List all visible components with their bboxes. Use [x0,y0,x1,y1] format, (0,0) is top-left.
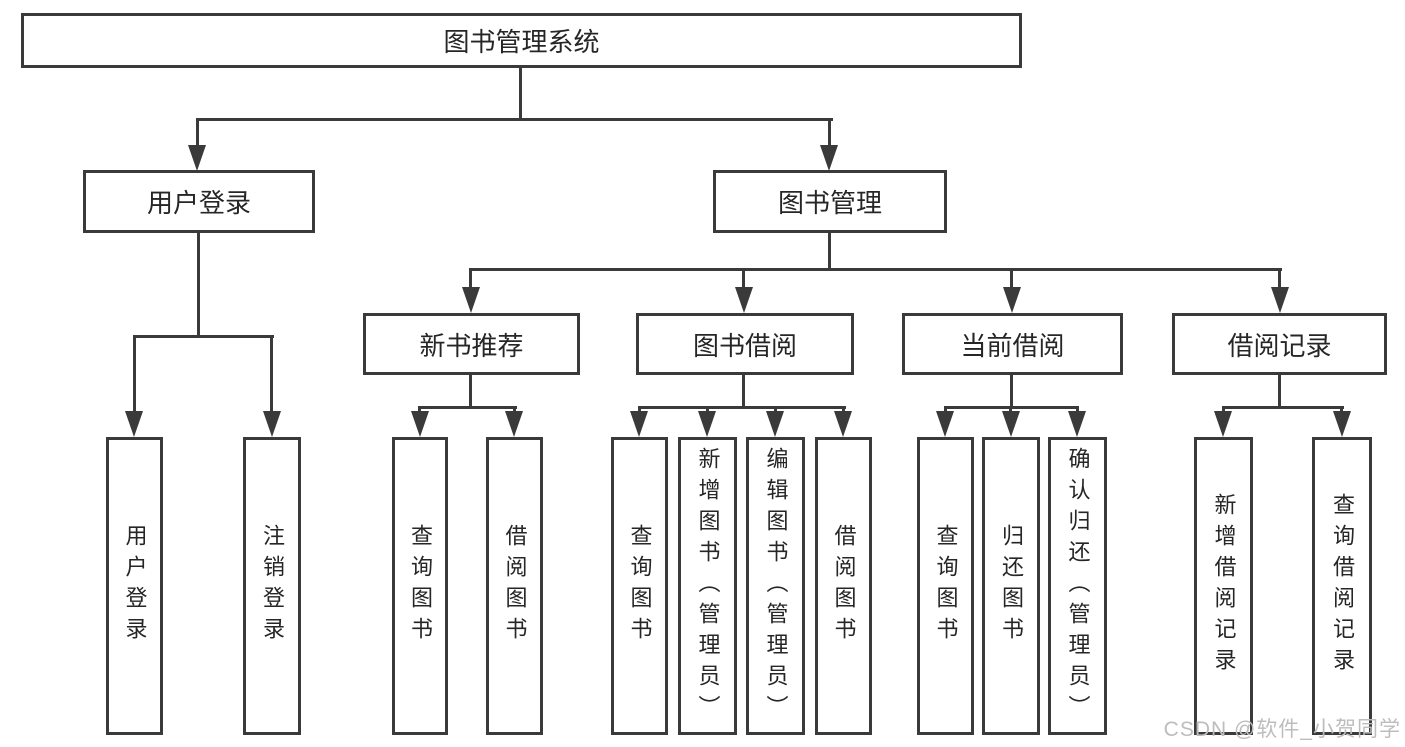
leaf-label: 查询图书 [408,524,433,648]
arrowhead-icon [834,411,852,437]
connector-current-borrow-drop [1010,268,1013,292]
connector-user-login-stem [197,233,200,335]
node-current-borrowing: 当前借阅 [902,313,1123,375]
connector-leaf-drop [774,406,777,415]
node-label: 用户登录 [146,188,251,218]
node-root: 图书管理系统 [21,13,1022,68]
leaf-borrow-books-recommend: 借阅图书 [486,437,543,735]
arrowhead-current-borrow-icon [1003,287,1021,313]
arrowhead-icon [1002,411,1020,437]
leaf-label: 新增借阅记录 [1211,493,1237,679]
connector-leaf-drop [1340,406,1343,415]
arrowhead-icon [630,411,648,437]
leaf-confirm-return-admin: 确认归还（管理员） [1048,437,1107,735]
node-new-book-recommendation: 新书推荐 [363,313,580,375]
node-label: 图书借阅 [692,330,797,361]
arrowhead-book-borrow-icon [735,287,753,313]
leaf-add-borrow-record: 新增借阅记录 [1194,437,1253,735]
arrowhead-new-book-icon [462,287,480,313]
arrowhead-icon [936,411,954,437]
connector-user-login-splitter [133,335,274,338]
leaf-label: 确认归还（管理员） [1065,446,1091,726]
connector-root-stem [519,68,522,118]
connector-book-borrow-stem [742,375,745,406]
arrowhead-icon [1068,411,1086,437]
leaf-label: 注销登录 [260,524,285,648]
connector-leaf-drop [418,406,421,415]
node-book-management: 图书管理 [713,170,947,233]
connector-borrow-records-stem [1278,375,1281,406]
leaf-label: 查询借阅记录 [1330,493,1355,679]
leaf-label: 新增图书（管理员） [695,446,721,726]
connector-leaf-drop [638,406,641,415]
connector-book-borrow-drop [742,268,745,292]
node-label: 图书管理 [777,188,882,218]
leaf-user-login: 用户登录 [106,437,163,735]
connector-new-book-stem [469,375,472,406]
arrowhead-icon [125,411,143,437]
leaf-return-books: 归还图书 [982,437,1040,735]
node-label: 借阅记录 [1227,330,1332,361]
connector-leaf-drop [270,335,273,413]
connector-book-borrow-splitter [638,406,846,409]
connector-book-mgmt-stem [828,233,831,268]
connector-book-mgmt-drop [828,118,831,148]
connector-borrow-records-splitter [1222,406,1344,409]
connector-leaf-drop [133,335,136,413]
leaf-query-books-current: 查询图书 [917,437,974,735]
leaf-label: 编辑图书（管理员） [763,446,789,726]
node-book-borrowing: 图书借阅 [636,313,854,375]
arrowhead-icon [411,411,429,437]
leaf-label: 用户登录 [122,524,148,648]
connector-leaf-drop [1076,406,1079,415]
connector-borrow-records-drop [1278,268,1281,292]
node-label: 图书管理系统 [443,27,600,57]
node-user-login: 用户登录 [83,170,315,233]
arrowhead-icon [263,411,281,437]
connector-leaf-drop [513,406,516,415]
connector-leaf-drop [706,406,709,415]
leaf-label: 查询图书 [933,524,959,648]
connector-level1-splitter [196,118,833,121]
arrowhead-icon [1333,411,1351,437]
arrowhead-icon [505,411,523,437]
connector-new-book-splitter [418,406,517,409]
leaf-label: 借阅图书 [502,524,528,648]
connector-leaf-drop [1009,406,1012,415]
connector-leaf-drop [842,406,845,415]
leaf-borrow-books: 借阅图书 [815,437,872,735]
node-label: 当前借阅 [960,330,1065,361]
leaf-query-books-borrow: 查询图书 [611,437,668,735]
arrowhead-icon [698,411,716,437]
arrowhead-icon [766,411,784,437]
csdn-watermark: CSDN @软件_小贺同学 [1163,718,1401,741]
arrowhead-borrow-records-icon [1271,287,1289,313]
leaf-logout: 注销登录 [243,437,301,735]
arrowhead-icon [1214,411,1232,437]
leaf-label: 归还图书 [999,524,1024,648]
leaf-add-books-admin: 新增图书（管理员） [678,437,737,735]
connector-current-borrow-stem [1010,375,1013,406]
leaf-label: 查询图书 [627,524,653,648]
leaf-query-books-recommend: 查询图书 [392,437,448,735]
leaf-edit-books-admin: 编辑图书（管理员） [746,437,805,735]
connector-level3-splitter [469,268,1282,271]
connector-new-book-drop [469,268,472,292]
leaf-query-borrow-record: 查询借阅记录 [1312,437,1372,735]
arrowhead-book-mgmt-icon [820,145,838,171]
leaf-label: 借阅图书 [831,524,857,648]
connector-user-login-drop [196,118,199,148]
arrowhead-user-login-icon [188,145,206,171]
connector-leaf-drop [944,406,947,415]
connector-leaf-drop [1222,406,1225,415]
node-borrowing-records: 借阅记录 [1172,313,1387,375]
node-label: 新书推荐 [419,330,524,361]
